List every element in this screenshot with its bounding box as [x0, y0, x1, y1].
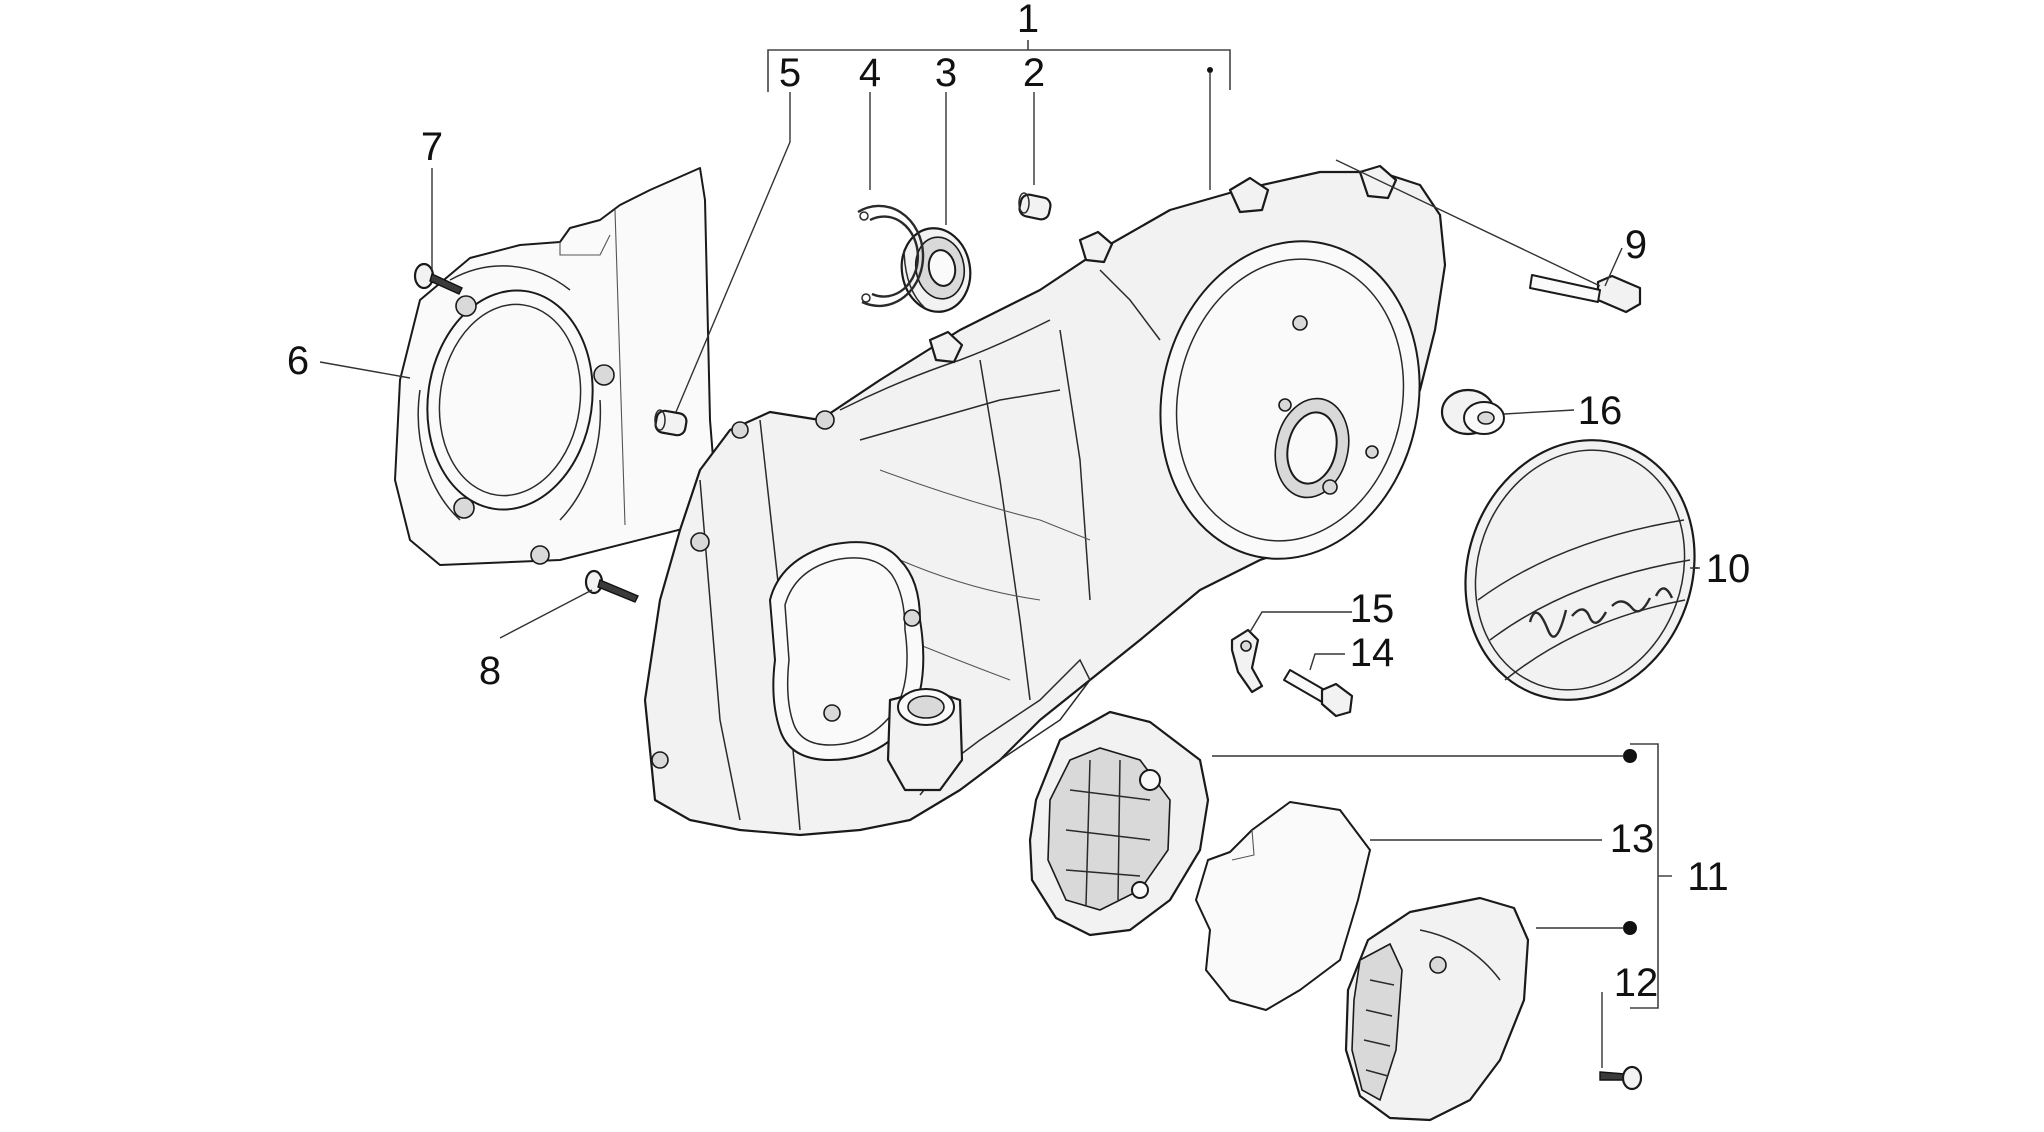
filter-housing-rear	[1344, 896, 1530, 1122]
callout-5: 5	[779, 51, 801, 95]
leader-lines	[319, 40, 1700, 1068]
callout-labels: 1 2 3 4 5 6 7 8 9 10 11 12 13 14 15 16	[287, 0, 1750, 1005]
callout-13: 13	[1610, 817, 1655, 861]
callout-14: 14	[1350, 631, 1395, 675]
bolt-14	[1283, 669, 1354, 718]
filter-housing-front	[1028, 710, 1210, 937]
callout-2: 2	[1023, 51, 1045, 95]
emblem-cover-10	[1464, 439, 1696, 701]
bushing-16	[1440, 388, 1505, 436]
heat-shield-plate	[394, 167, 719, 566]
emblem-script	[1528, 587, 1674, 638]
callout-7: 7	[421, 125, 443, 169]
callout-3: 3	[935, 51, 957, 95]
callout-11: 11	[1687, 855, 1729, 899]
callout-6: 6	[287, 339, 309, 383]
circlip-4	[857, 204, 925, 308]
callout-10: 10	[1706, 547, 1751, 591]
dowel-pin-2	[1018, 192, 1052, 221]
dowel-pin-5	[654, 409, 688, 437]
callout-9: 9	[1625, 223, 1647, 267]
callout-4: 4	[859, 51, 881, 95]
callout-15: 15	[1350, 587, 1395, 631]
bearing-3	[900, 227, 972, 313]
callout-16: 16	[1578, 389, 1623, 433]
transmission-cover	[643, 164, 1447, 837]
clip-15	[1230, 628, 1264, 694]
callout-12: 12	[1614, 961, 1659, 1005]
screw-7	[413, 262, 463, 295]
filter-element-13	[1195, 801, 1371, 1011]
bolt-9	[1529, 274, 1642, 314]
screw-8	[584, 569, 639, 603]
callout-8: 8	[479, 649, 501, 693]
screw-12	[1599, 1065, 1643, 1091]
callout-1: 1	[1017, 0, 1039, 41]
